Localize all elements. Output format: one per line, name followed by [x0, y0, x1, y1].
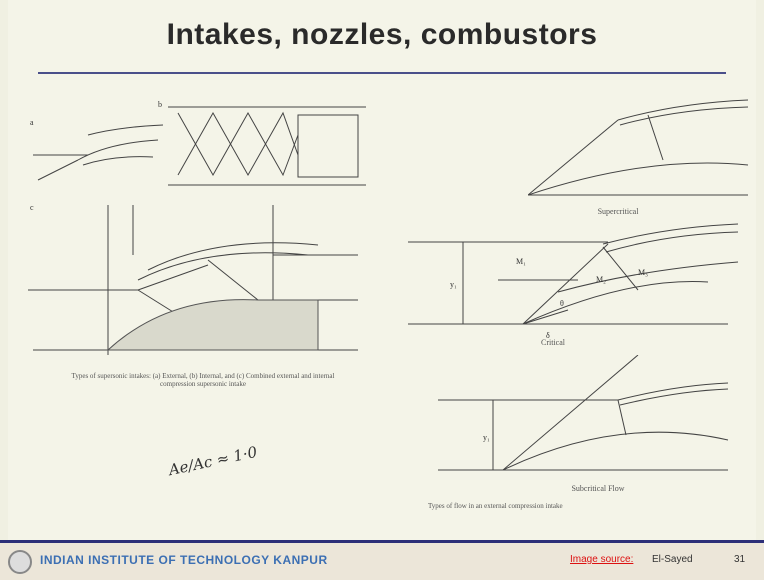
handwritten-note: Ae/Ac ≈ 1·0 — [167, 442, 259, 480]
supercritical-diagram — [528, 99, 749, 196]
intake-types-diagram: a b c — [28, 100, 366, 355]
image-source-label: Image source: — [570, 554, 634, 565]
svg-text:y₁: y₁ — [483, 433, 490, 442]
image-source-name: El-Sayed — [652, 554, 693, 565]
svg-text:θ: θ — [560, 299, 564, 308]
slide: Intakes, nozzles, combustors — [8, 0, 756, 540]
left-caption-line-2: compression supersonic intake — [160, 380, 246, 388]
svg-text:a: a — [30, 118, 34, 127]
svg-text:b: b — [158, 100, 162, 109]
right-caption: Types of flow in an external compression… — [428, 502, 563, 510]
svg-text:δ: δ — [546, 331, 550, 340]
subcritical-diagram: y₁ — [438, 355, 729, 471]
subcritical-label: Subcritical Flow — [571, 484, 625, 493]
iitk-logo-icon — [8, 550, 32, 574]
institute-name: INDIAN INSTITUTE OF TECHNOLOGY KANPUR — [40, 553, 328, 567]
critical-label: Critical — [541, 338, 565, 347]
svg-text:c: c — [30, 203, 34, 212]
page-number: 31 — [734, 554, 746, 565]
slide-title: Intakes, nozzles, combustors — [166, 18, 598, 51]
critical-diagram: y₁ M₁ M₂ M₃ θ δ — [408, 223, 739, 340]
supercritical-label: Supercritical — [597, 207, 639, 216]
svg-text:M₁: M₁ — [516, 257, 526, 266]
footer-bar: INDIAN INSTITUTE OF TECHNOLOGY KANPUR Im… — [0, 540, 764, 580]
left-caption-line-1: Types of supersonic intakes: (a) Externa… — [71, 372, 335, 380]
svg-text:M₃: M₃ — [638, 268, 648, 277]
svg-text:M₂: M₂ — [596, 275, 606, 284]
left-caption: Types of supersonic intakes: (a) Externa… — [28, 372, 378, 388]
svg-text:y₁: y₁ — [450, 280, 457, 289]
title-divider — [38, 72, 726, 74]
